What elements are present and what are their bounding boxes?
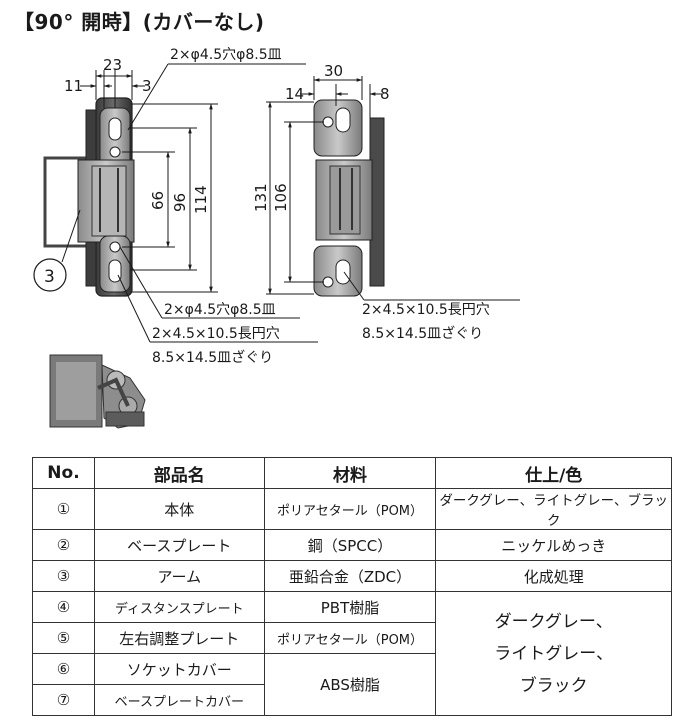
row-material: ABS樹脂 (263, 653, 437, 716)
merged-finish-cell: ダークグレー、 ライトグレー、 ブラック (435, 591, 672, 716)
row-material: ポリアセタール（POM） (263, 622, 437, 654)
merged-finish-line: ブラック (519, 675, 588, 696)
table-row: ② ベースプレート 鋼（SPCC） ニッケルめっき (32, 529, 672, 561)
row-name: ベースプレートカバー (93, 684, 265, 716)
callout-circle (33, 258, 67, 292)
callout-3: 3 (44, 267, 55, 287)
dim-8: 8 (380, 85, 390, 103)
row-material: 鋼（SPCC） (263, 529, 437, 561)
row-no: ② (32, 529, 95, 561)
row-material: 亜鉛合金（ZDC） (263, 560, 437, 592)
merged-finish-line: ダークグレー、 (494, 611, 613, 632)
table-row: ③ アーム 亜鉛合金（ZDC） 化成処理 (32, 560, 672, 592)
dim-23: 23 (103, 56, 122, 74)
table-header-row: No. 部品名 材料 仕上/色 (32, 457, 672, 489)
dim-106: 106 (272, 183, 290, 212)
header-finish: 仕上/色 (435, 457, 672, 489)
row-name: ソケットカバー (93, 653, 265, 685)
left-dimensions: 23 11 3 66 96 114 3 2×φ4.5穴φ8.5皿 2×φ4.5穴… (33, 47, 318, 366)
dim-114: 114 (192, 185, 210, 214)
dim-14: 14 (285, 85, 304, 103)
hinge-drawing: 23 11 3 66 96 114 3 2×φ4.5穴φ8.5皿 2×φ4.5穴… (33, 47, 520, 429)
hinge-3d-illustration (49, 354, 146, 429)
dim-66: 66 (149, 191, 167, 210)
header-material: 材料 (263, 457, 437, 489)
note-slot-left-2: 8.5×14.5皿ざぐり (152, 349, 273, 366)
page-title: 【90° 開時】(カバーなし) (14, 10, 265, 34)
merged-finish-line: ライトグレー、 (494, 643, 614, 664)
dim-3: 3 (142, 77, 152, 95)
row-finish: ダークグレー、ライトグレー、ブラック (435, 488, 672, 530)
table-row: ④ ディスタンスプレート PBT樹脂 ダークグレー、 ライトグレー、 ブラック (32, 591, 672, 716)
right-hinge (313, 99, 385, 297)
note-bottom-holes: 2×φ4.5穴φ8.5皿 (164, 302, 276, 318)
row-material: PBT樹脂 (263, 591, 437, 623)
row-no: ④ (32, 591, 95, 623)
note-slot-left-1: 2×4.5×10.5長円穴 (152, 326, 280, 342)
note-slot-right-2: 8.5×14.5皿ざぐり (362, 325, 483, 342)
note-top-holes: 2×φ4.5穴φ8.5皿 (170, 47, 282, 63)
row-no: ① (32, 488, 95, 530)
row-no: ③ (32, 560, 95, 592)
dim-11: 11 (64, 77, 83, 95)
header-part-name: 部品名 (93, 457, 265, 489)
parts-table: No. 部品名 材料 仕上/色 ① 本体 ポリアセタール（POM） ダークグレー… (32, 457, 672, 716)
row-finish: 化成処理 (435, 560, 672, 592)
row-no: ⑦ (32, 684, 95, 716)
row-name: アーム (93, 560, 265, 592)
dim-96: 96 (171, 193, 189, 212)
header-no: No. (32, 457, 95, 489)
row-name: ディスタンスプレート (93, 591, 265, 623)
row-name: ベースプレート (93, 529, 265, 561)
row-name: 本体 (93, 488, 265, 530)
table-row: ① 本体 ポリアセタール（POM） ダークグレー、ライトグレー、ブラック (32, 488, 672, 530)
dim-30: 30 (324, 62, 343, 80)
row-no: ⑤ (32, 622, 95, 654)
right-dimensions: 30 14 8 131 106 2×4.5×10.5長円穴 8.5×14.5皿ざ… (252, 62, 520, 342)
note-slot-right-1: 2×4.5×10.5長円穴 (362, 302, 490, 318)
row-material: ポリアセタール（POM） (263, 488, 437, 530)
row-no: ⑥ (32, 653, 95, 685)
row-name: 左右調整プレート (93, 622, 265, 654)
table-row: ⑤ 左右調整プレート ポリアセタール（POM） (32, 622, 672, 654)
row-finish: ニッケルめっき (435, 529, 672, 561)
dim-131: 131 (252, 183, 270, 212)
